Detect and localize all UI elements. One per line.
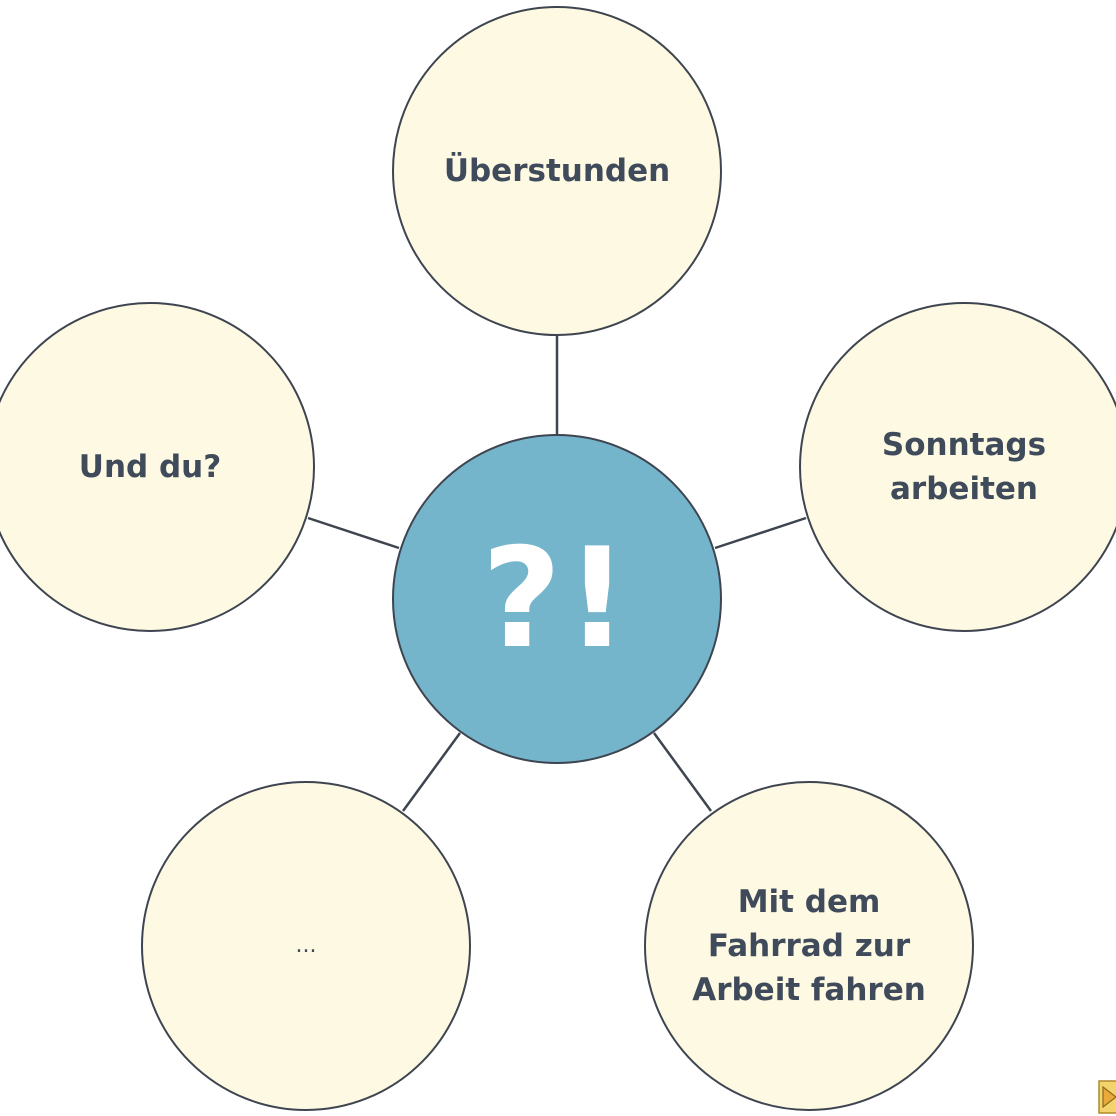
node-label: Und du? [78, 449, 222, 485]
node-fahrrad-zur-arbeit: Mit dem Fahrrad zur Arbeit fahren [644, 781, 974, 1111]
next-slide-arrow-icon[interactable] [1098, 1080, 1116, 1114]
connector-bottom-left [401, 732, 462, 812]
node-ueberstunden: Überstunden [392, 6, 722, 336]
node-und-du: Und du? [0, 302, 315, 632]
node-label: Überstunden [443, 153, 671, 189]
connector-left [307, 516, 400, 550]
center-node: ?! [392, 434, 722, 764]
node-sonntags-arbeiten: Sonntags arbeiten [799, 302, 1116, 632]
node-label: ... [295, 933, 317, 958]
node-label: Mit dem Fahrrad zur Arbeit fahren [692, 884, 926, 1008]
node-label: Sonntags arbeiten [881, 427, 1047, 507]
node-ellipsis: ... [141, 781, 471, 1111]
connector-right [714, 516, 807, 550]
connector-bottom-right [652, 732, 713, 812]
center-label: ?! [481, 518, 633, 679]
